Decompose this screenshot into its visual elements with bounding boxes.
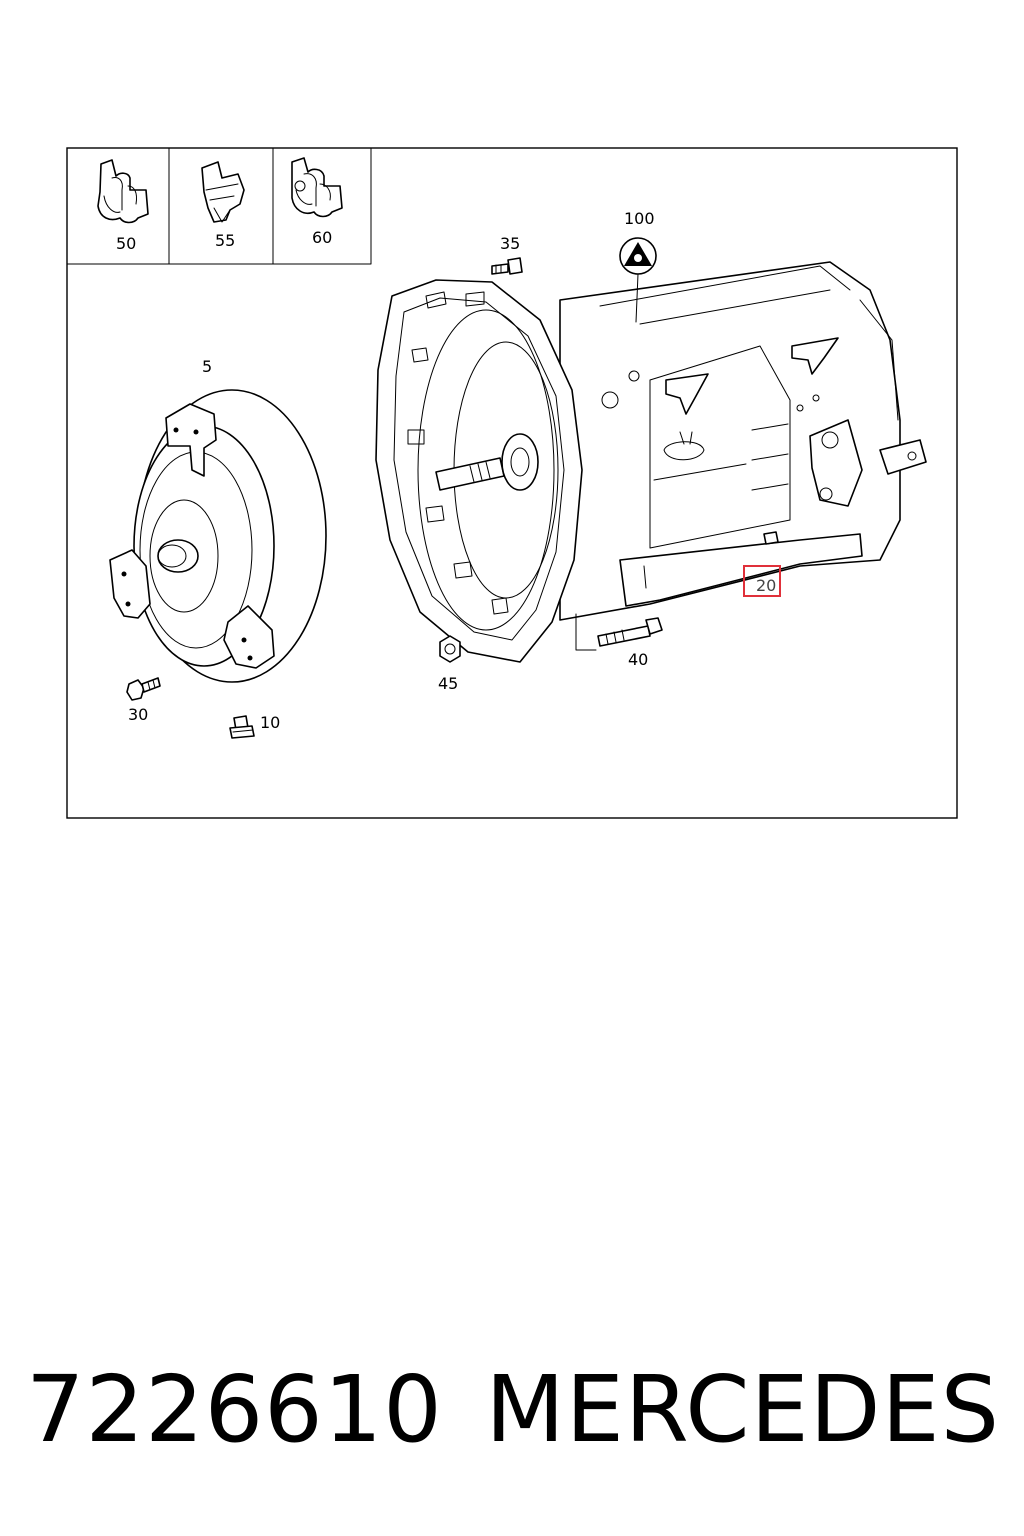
torque-converter-icon <box>109 389 327 683</box>
bolt-icon <box>597 617 663 647</box>
transmission-housing-icon <box>375 261 927 663</box>
callout-5: 5 <box>202 357 212 376</box>
callout-55: 55 <box>215 231 235 250</box>
brand-name: MERCEDES <box>485 1356 1000 1463</box>
callout-10: 10 <box>260 713 280 732</box>
clip-icon <box>97 159 149 224</box>
inset-boxes <box>66 147 372 265</box>
callout-30: 30 <box>128 705 148 724</box>
nut-icon <box>439 635 461 663</box>
bolt-icon <box>126 677 161 701</box>
callout-45: 45 <box>438 674 458 693</box>
callout-50: 50 <box>116 234 136 253</box>
label-plate-icon <box>619 237 657 275</box>
bracket-icon <box>201 161 245 223</box>
callout-20-highlight[interactable]: 20 <box>743 565 781 597</box>
part-number: 7226610 <box>26 1356 443 1463</box>
diagram-frame <box>66 147 958 819</box>
callout-40: 40 <box>628 650 648 669</box>
callout-20: 20 <box>756 576 776 595</box>
callout-60: 60 <box>312 228 332 247</box>
plug-icon <box>229 715 255 739</box>
callout-100: 100 <box>624 209 655 228</box>
bolt-icon <box>491 257 523 275</box>
footer: 7226610 MERCEDES <box>0 1345 1024 1475</box>
callout-35: 35 <box>500 234 520 253</box>
double-clip-icon <box>291 157 343 218</box>
